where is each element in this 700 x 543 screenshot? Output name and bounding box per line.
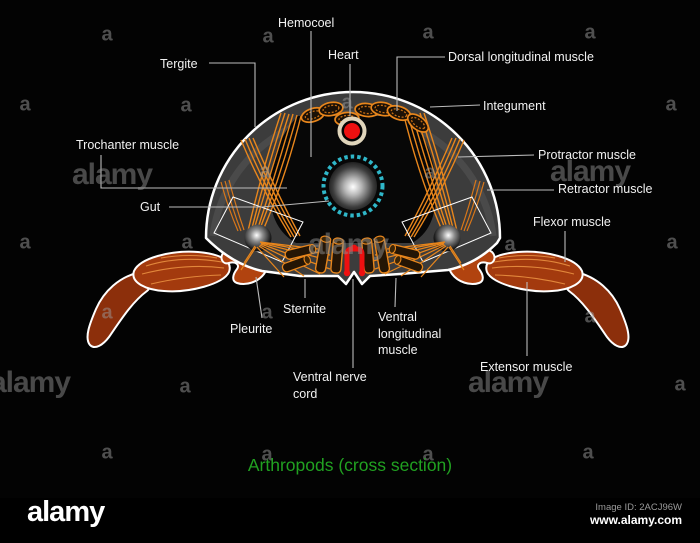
label-gut: Gut [140, 200, 161, 214]
tergite-leader [209, 62, 256, 127]
pleurite-leader [255, 276, 263, 319]
alamy-url-text: www.alamy.com [589, 513, 682, 527]
label-flexor-muscle: Flexor muscle [533, 215, 611, 229]
ventral-longitudinal-muscle-leader [394, 277, 397, 308]
leader-lines [100, 31, 566, 368]
ventral-nerve-cord-shape [343, 244, 366, 277]
right-leg [447, 245, 630, 349]
gut-leader [169, 200, 330, 208]
diagram-canvas [86, 31, 630, 368]
integument-leader [429, 104, 481, 108]
label-dorsal-longitudinal-muscle: Dorsal longitudinal muscle [448, 50, 594, 64]
alamy-logo: alamy [27, 496, 105, 528]
alamy-footer-bar: alamy Image ID: 2ACJ96W www.alamy.com [0, 496, 700, 543]
trochanter-muscle-leader [100, 155, 287, 189]
label-trochanter-muscle: Trochanter muscle [76, 138, 180, 152]
label-ventral-nerve-cord: Ventral nerve cord [293, 370, 367, 401]
figure-title: Arthropods (cross section) [247, 455, 453, 475]
label-ventral-longitudinal-muscle: Ventral longitudinal muscle [378, 310, 442, 357]
heart-shape [337, 116, 367, 146]
label-retractor-muscle: Retractor muscle [558, 182, 653, 196]
label-extensor-muscle: Extensor muscle [480, 360, 573, 374]
label-integument: Integument [483, 99, 546, 113]
image-id-text: Image ID: 2ACJ96W [595, 502, 682, 513]
label-sternite: Sternite [283, 302, 327, 316]
protractor-muscle-leader [457, 154, 535, 158]
dorsal-longitudinal-muscle-leader [396, 56, 445, 111]
gut-shape [321, 154, 385, 218]
label-protractor-muscle: Protractor muscle [538, 148, 636, 162]
label-tergite: Tergite [160, 57, 198, 71]
label-heart: Heart [328, 48, 359, 62]
label-hemocoel: Hemocoel [278, 16, 335, 30]
label-pleurite: Pleurite [230, 322, 273, 336]
